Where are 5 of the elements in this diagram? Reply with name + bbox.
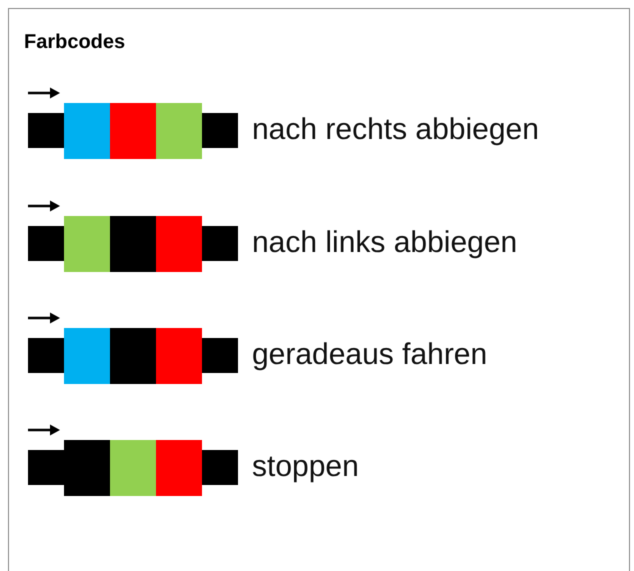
legend-text: nach links abbiegen xyxy=(252,228,518,258)
legend-text: nach rechts abbiegen xyxy=(252,115,539,145)
heading: Farbcodes xyxy=(24,31,126,54)
legend-text: stoppen xyxy=(252,452,359,482)
legend-text: geradeaus fahren xyxy=(252,340,488,370)
